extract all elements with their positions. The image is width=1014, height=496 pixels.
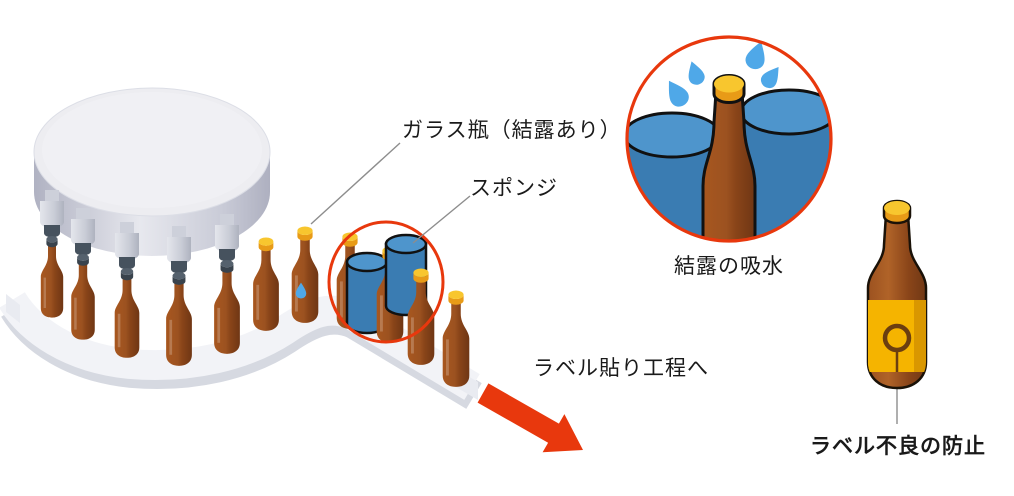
- inset-caption: 結露の吸水: [674, 255, 784, 278]
- bottle: [115, 268, 140, 358]
- leader-line-glass-bottle: [310, 142, 401, 225]
- bottle: [253, 237, 279, 330]
- carousel-top-highlight: [42, 92, 262, 208]
- filler-carousel: [33, 87, 271, 274]
- bottle: [41, 236, 63, 318]
- conveyor-start-face: [6, 294, 20, 323]
- inset-bottle: [701, 74, 757, 241]
- labeled-bottle-cap: [884, 201, 910, 215]
- bottle: [166, 272, 192, 366]
- labeled-bottle: [866, 199, 928, 390]
- bottle: [71, 254, 95, 340]
- bottle-label: [868, 300, 926, 372]
- leader-line-sponge: [412, 195, 471, 244]
- label-sponge: スポンジ: [470, 177, 558, 200]
- label-logo-icon: [882, 323, 912, 353]
- inset-sponge-left: [627, 111, 722, 241]
- bottle-with-condensation: [292, 226, 319, 322]
- inset-circle-outline: [625, 35, 833, 243]
- sponge-highlight-circle: [327, 220, 445, 344]
- bottle: [214, 260, 240, 354]
- inset-zoom: [625, 35, 833, 243]
- labeled-bottle-caption: ラベル不良の防止: [810, 435, 986, 458]
- bottle: [443, 290, 470, 386]
- flow-arrow-icon: [477, 383, 583, 453]
- label-to-labeling-process: ラベル貼り工程へ: [533, 357, 709, 380]
- label-glass-bottle: ガラス瓶（結露あり）: [402, 119, 622, 142]
